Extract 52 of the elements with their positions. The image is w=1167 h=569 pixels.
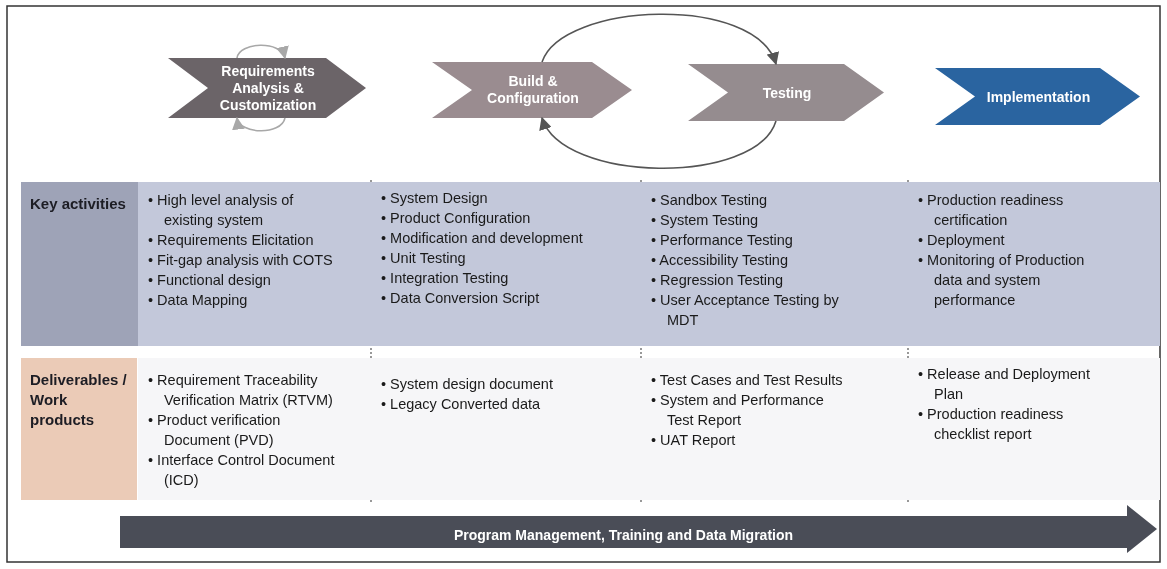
cycle-arrow bbox=[234, 116, 286, 132]
row-header-cell bbox=[21, 358, 137, 500]
bullet-item: • High level analysis of existing system bbox=[148, 191, 295, 230]
row-header-label: Deliverables / Work products bbox=[30, 370, 128, 430]
bullet-item: • Requirements Elicitation bbox=[148, 231, 315, 250]
bullet-item: • Regression Testing bbox=[651, 271, 785, 290]
bullet-item: • Product Configuration bbox=[381, 209, 532, 228]
bullet-item: • Unit Testing bbox=[381, 249, 467, 268]
chevron-shape bbox=[432, 62, 632, 118]
bullet-item: • Requirement Traceability Verification Matrix (RTVM) bbox=[148, 371, 334, 410]
bullet-item: • UAT Report bbox=[651, 431, 737, 450]
bullet-item: • Accessibility Testing bbox=[651, 251, 789, 270]
bullet-item: • Sandbox Testing bbox=[651, 191, 769, 210]
bullet-item: • Release and Deployment Plan bbox=[918, 365, 1091, 404]
bullet-item: • Modification and development bbox=[381, 229, 584, 248]
bullet-item: • Production readiness certification bbox=[918, 191, 1065, 230]
bullet-item: • Deployment bbox=[918, 231, 1006, 250]
arrow bbox=[541, 116, 777, 170]
phase-label: Build & Configuration bbox=[486, 73, 580, 107]
bullet-item: • System Testing bbox=[651, 211, 760, 230]
arrow bbox=[541, 13, 777, 66]
bullet-item: • Performance Testing bbox=[651, 231, 794, 250]
phase-label: Requirements Analysis & Customization bbox=[218, 62, 318, 114]
phase-label: Testing bbox=[761, 84, 813, 101]
chevron-shape bbox=[168, 58, 366, 118]
bullet-item: • Functional design bbox=[148, 271, 272, 290]
table-cell bbox=[908, 182, 1160, 346]
bullet-item: • Test Cases and Test Results bbox=[651, 371, 844, 390]
bullet-item: • Interface Control Document (ICD) bbox=[148, 451, 336, 490]
bullet-item: • Production readiness checklist report bbox=[918, 405, 1065, 444]
bullet-item: • System design document bbox=[381, 375, 554, 394]
bullet-item: • Monitoring of Production data and system performance bbox=[918, 251, 1086, 310]
timeline-arrow bbox=[120, 505, 1157, 553]
bullet-item: • Integration Testing bbox=[381, 269, 510, 288]
bullet-item: • Data Conversion Script bbox=[381, 289, 541, 308]
row-header-cell bbox=[21, 182, 138, 346]
bullet-item: • System Design bbox=[381, 189, 489, 208]
table-cell bbox=[138, 182, 371, 346]
chevron-shape bbox=[935, 68, 1140, 125]
bullet-item: • Data Mapping bbox=[148, 291, 249, 310]
bullet-item: • Legacy Converted data bbox=[381, 395, 542, 414]
bullet-item: • Fit-gap analysis with COTS bbox=[148, 251, 333, 270]
table-cell bbox=[908, 358, 1160, 500]
row-header-label: Key activities bbox=[30, 194, 127, 214]
phase-label: Implementation bbox=[985, 88, 1092, 105]
bullet-item: • Product verification Document (PVD) bbox=[148, 411, 282, 450]
bullet-item: • User Acceptance Testing by MDT bbox=[651, 291, 840, 330]
cycle-arrow bbox=[236, 44, 287, 60]
band-label: Program Management, Training and Data Migration bbox=[452, 527, 795, 544]
chevron-shape bbox=[688, 64, 884, 121]
table-cell bbox=[138, 358, 371, 500]
bullet-item: • System and Performance Test Report bbox=[651, 391, 825, 430]
